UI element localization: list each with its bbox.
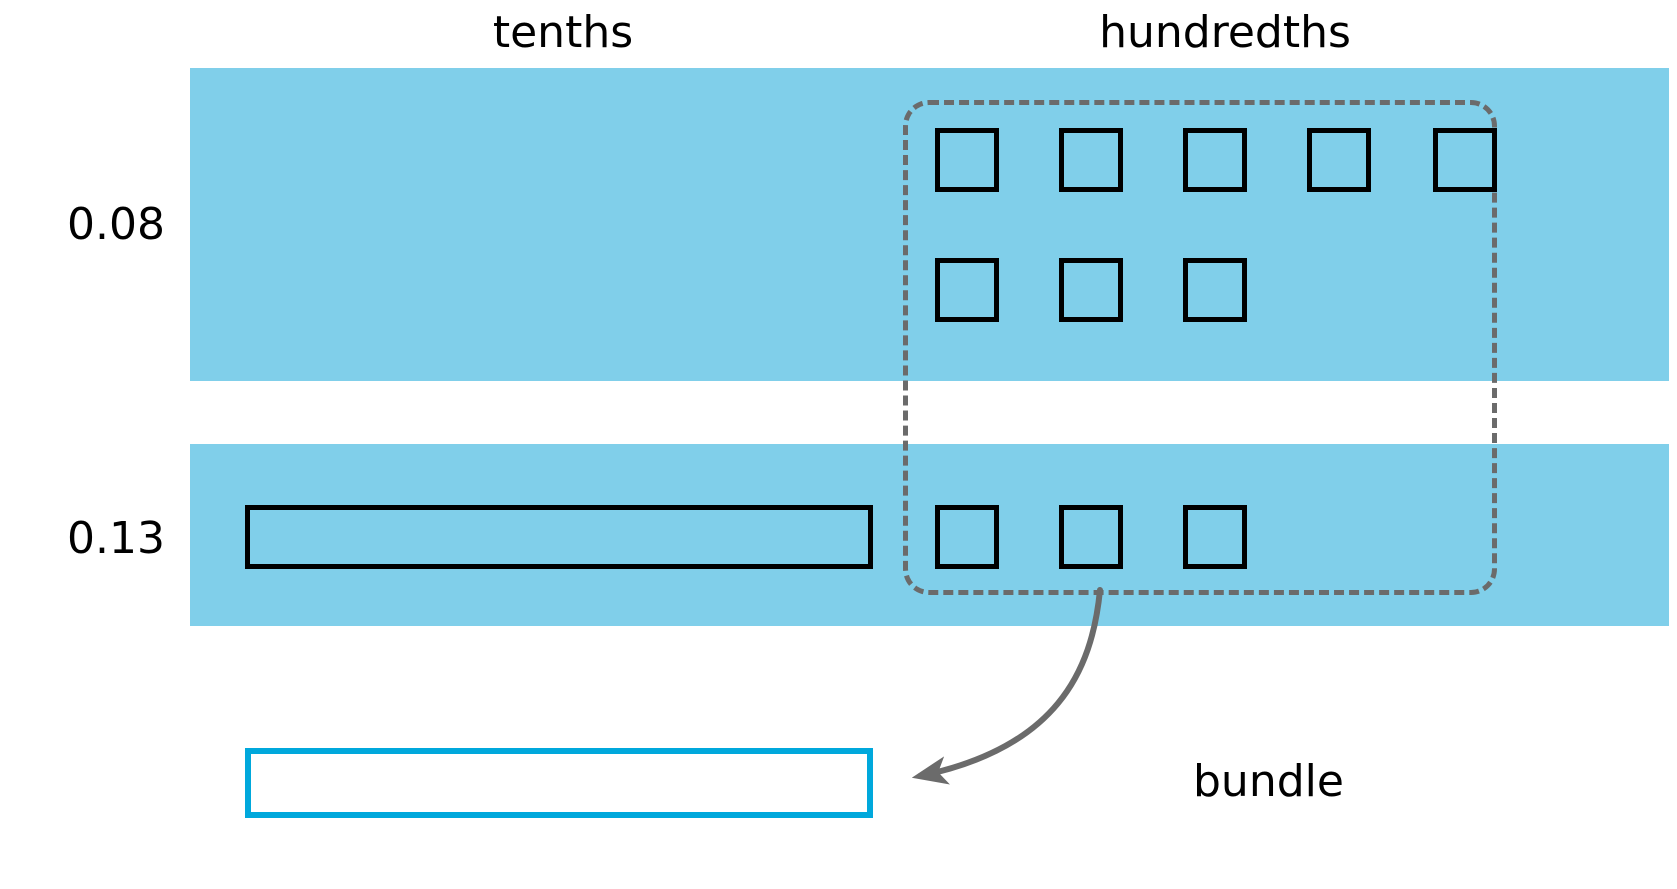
row-value-label-008: 0.08: [67, 199, 165, 250]
hundredths-unit-square: [1059, 258, 1123, 322]
place-value-band-008: [190, 68, 1669, 381]
column-header-hundredths: hundredths: [1099, 7, 1351, 58]
hundredths-unit-square: [1307, 128, 1371, 192]
bundle-dashed-outline: [903, 100, 1497, 595]
bundle-caption-label: bundle: [1193, 756, 1344, 807]
hundredths-unit-square-outside-bundle: [1433, 128, 1497, 192]
column-header-tenths: tenths: [492, 7, 634, 58]
hundredths-unit-square: [935, 505, 999, 569]
hundredths-unit-square: [935, 258, 999, 322]
hundredths-unit-square: [1059, 505, 1123, 569]
hundredths-unit-square: [1183, 128, 1247, 192]
hundredths-unit-square: [1183, 258, 1247, 322]
place-value-band-013: [190, 444, 1669, 626]
bundle-arrow-icon: [911, 587, 1103, 785]
tenths-rod-block: [245, 505, 873, 569]
hundredths-unit-square: [935, 128, 999, 192]
row-value-label-013: 0.13: [67, 513, 165, 564]
hundredths-unit-square: [1059, 128, 1123, 192]
hundredths-unit-square: [1183, 505, 1247, 569]
bundled-result-tenths-rod: [245, 748, 873, 818]
